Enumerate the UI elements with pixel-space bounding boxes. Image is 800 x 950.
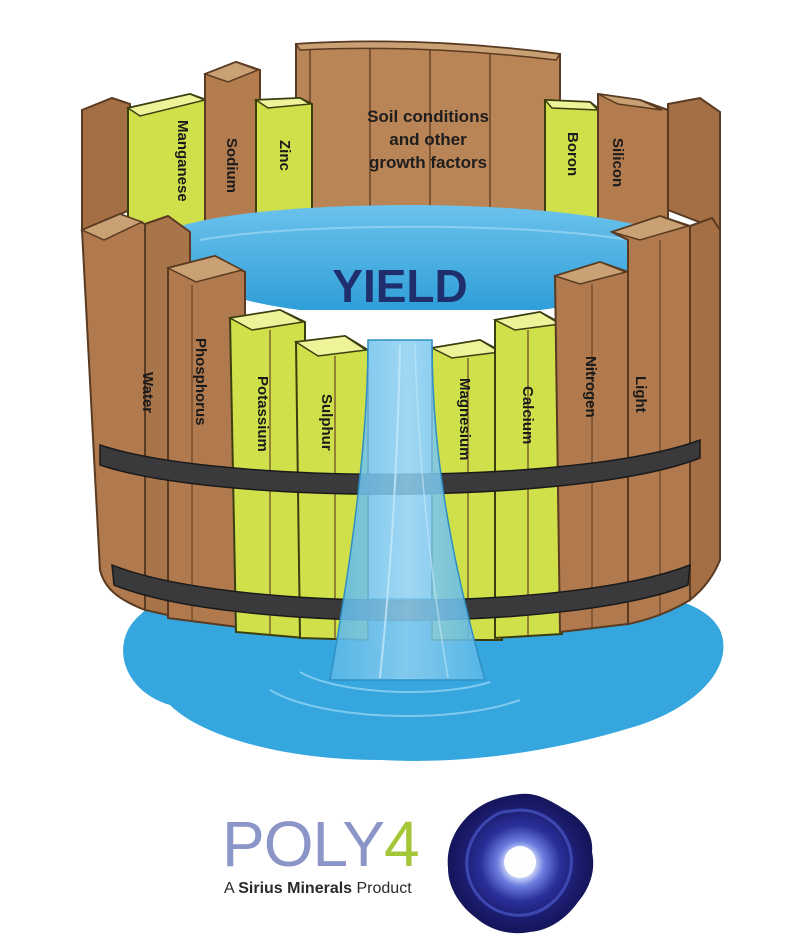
center-label-line-3: growth factors	[369, 153, 487, 172]
water-stream	[329, 339, 486, 681]
stave-silicon	[597, 92, 669, 233]
stave-grain	[191, 240, 661, 640]
stave-light	[609, 214, 721, 626]
label-magnesium: Magnesium	[456, 378, 473, 461]
barrel-hoop-lower	[111, 563, 691, 621]
label-nitrogen: Nitrogen	[582, 356, 599, 418]
brand-block: POLY4 A Sirius Minerals Product	[222, 812, 452, 912]
stave-manganese	[126, 92, 213, 233]
label-manganese: Manganese	[174, 120, 191, 202]
stave-zinc	[253, 96, 313, 233]
center-label-block: Soil conditions and other growth factors	[367, 107, 489, 172]
label-water: Water	[139, 372, 156, 413]
label-boron: Boron	[564, 132, 581, 176]
label-sulphur: Sulphur	[318, 394, 335, 451]
center-label-line-1: Soil conditions	[367, 107, 489, 126]
stave-sodium	[202, 60, 261, 233]
tagline-suffix: Product	[352, 880, 412, 897]
center-label-line-2: and other	[389, 130, 467, 149]
label-silicon: Silicon	[609, 138, 626, 187]
label-sodium: Sodium	[223, 138, 240, 193]
tagline-prefix: A	[224, 880, 239, 897]
brand-name-main: POLY	[222, 808, 385, 880]
stave-water	[80, 212, 146, 612]
mineral-logo-icon	[447, 793, 594, 934]
brand-name: POLY4	[222, 812, 420, 876]
label-calcium: Calcium	[519, 386, 536, 444]
barrel-hoop-upper	[99, 438, 701, 495]
label-potassium: Potassium	[254, 376, 271, 452]
brand-name-accent: 4	[384, 808, 420, 880]
brand-tagline: A Sirius Minerals Product	[224, 880, 412, 898]
label-light: Light	[632, 376, 649, 413]
tagline-company: Sirius Minerals	[238, 880, 353, 897]
label-phosphorus: Phosphorus	[192, 338, 209, 426]
puddle-ripple	[299, 671, 491, 694]
puddle-ripple	[269, 689, 521, 717]
label-zinc: Zinc	[276, 140, 293, 171]
yield-label: YIELD	[332, 260, 467, 312]
